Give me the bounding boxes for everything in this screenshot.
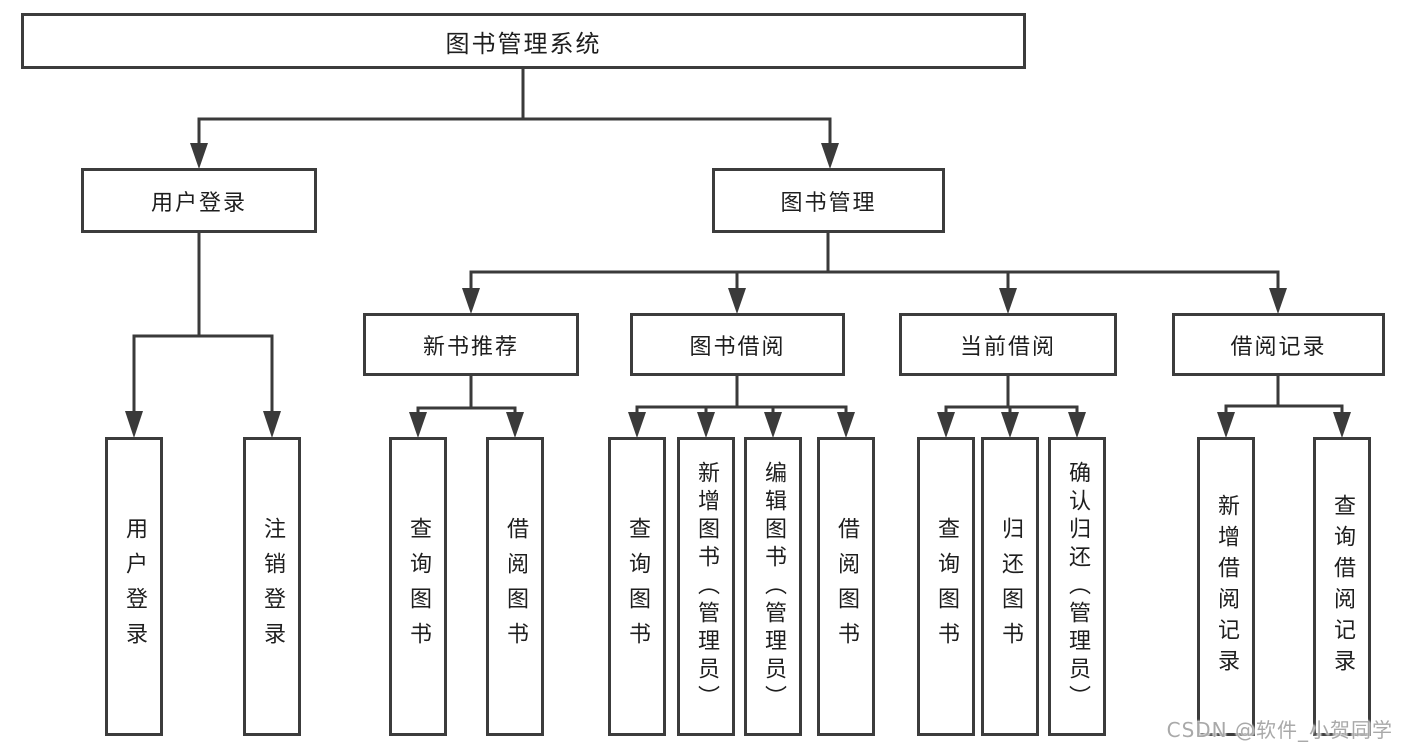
node-edit-book-admin: 编辑图书（管理员）: [744, 437, 802, 736]
node-borrowing-records: 借阅记录: [1172, 313, 1385, 376]
node-search-books-2: 查询图书: [608, 437, 666, 736]
node-new-book-recommend: 新书推荐: [363, 313, 579, 376]
node-search-borrow-records: 查询借阅记录: [1313, 437, 1371, 736]
node-return-book: 归还图书: [981, 437, 1039, 736]
node-add-book-admin: 新增图书（管理员）: [677, 437, 735, 736]
node-search-books-1: 查询图书: [389, 437, 447, 736]
node-confirm-return-admin: 确认归还（管理员）: [1048, 437, 1106, 736]
node-book-borrowing: 图书借阅: [630, 313, 845, 376]
node-search-books-3: 查询图书: [917, 437, 975, 736]
node-borrow-book-1: 借阅图书: [486, 437, 544, 736]
node-current-borrowing: 当前借阅: [899, 313, 1117, 376]
node-library-management-system: 图书管理系统: [21, 13, 1026, 69]
node-do-user-login: 用户登录: [105, 437, 163, 736]
node-user-login: 用户登录: [81, 168, 317, 233]
node-logout: 注销登录: [243, 437, 301, 736]
node-add-borrow-record: 新增借阅记录: [1197, 437, 1255, 736]
node-borrow-book-2: 借阅图书: [817, 437, 875, 736]
arrowheads: [125, 143, 1351, 438]
csdn-watermark: CSDN @软件_小贺同学: [1166, 718, 1393, 742]
node-book-management: 图书管理: [712, 168, 945, 233]
